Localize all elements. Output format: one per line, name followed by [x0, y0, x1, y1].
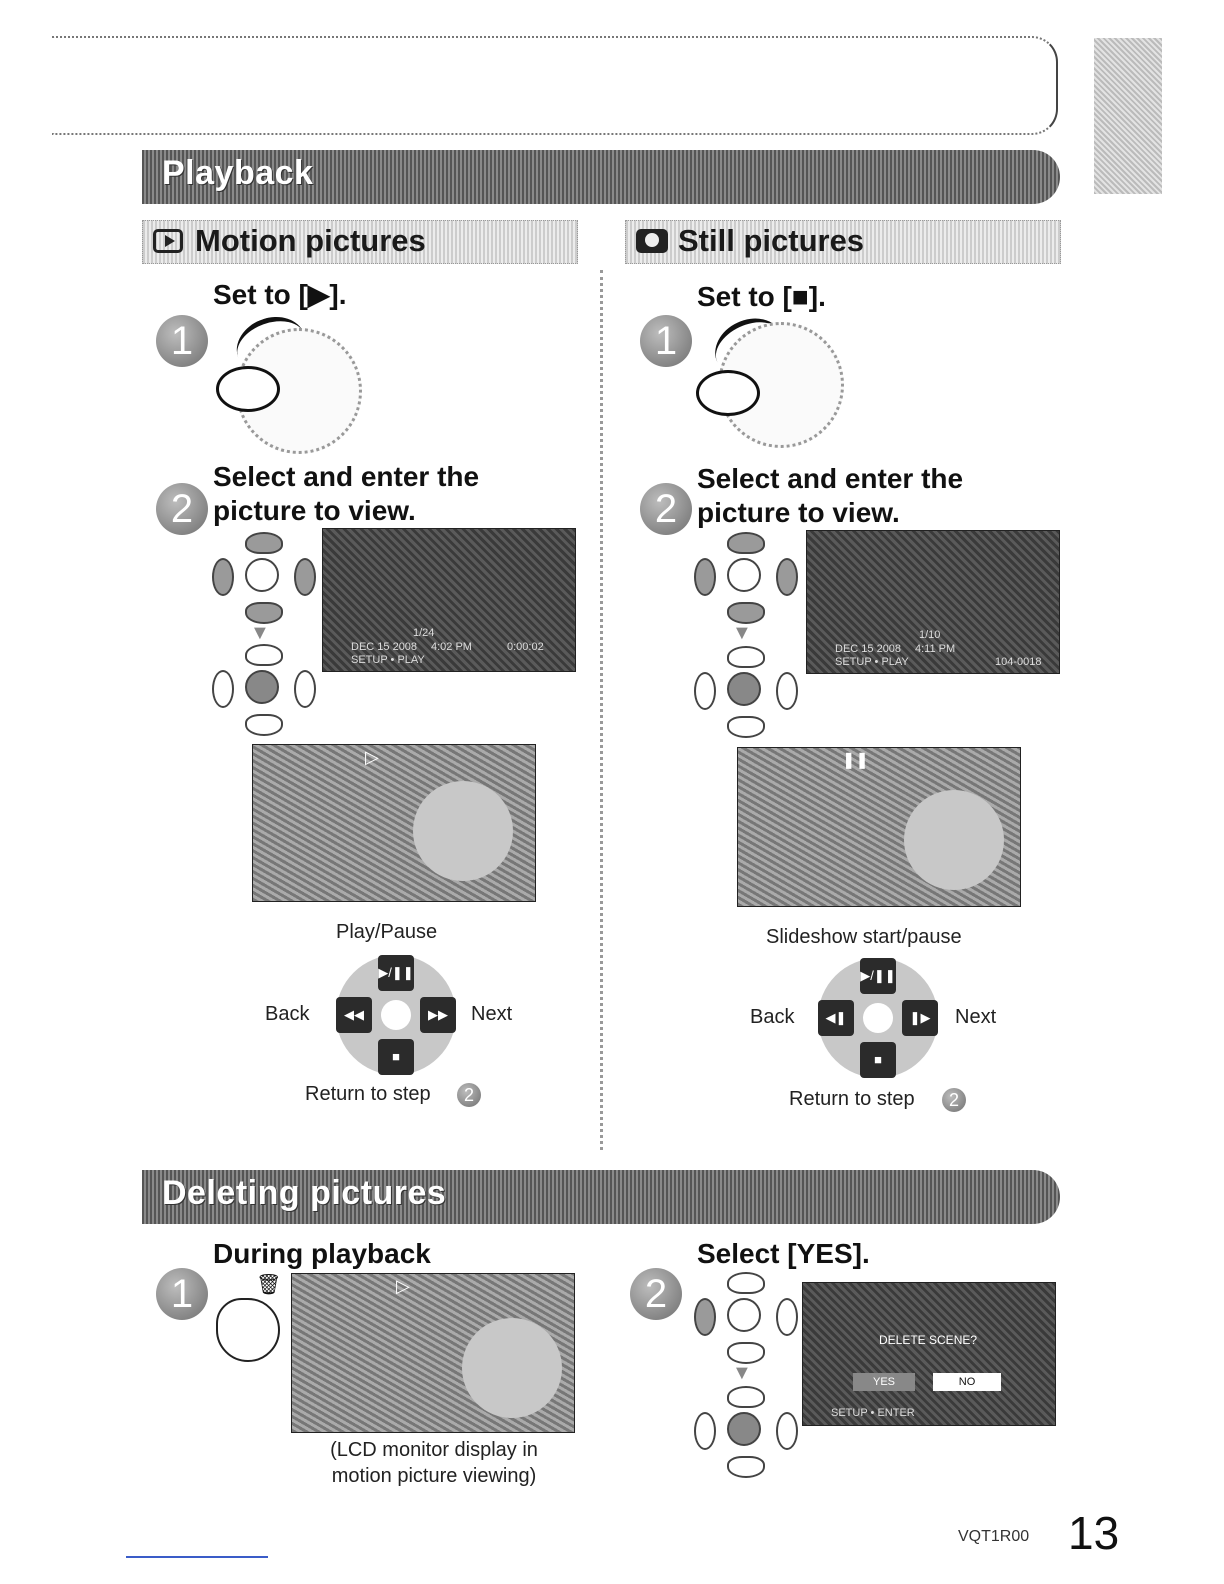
center-button-icon [863, 1003, 893, 1033]
next-label: Next [955, 1006, 997, 1028]
deleting-section-band: Deleting pictures [142, 1170, 1060, 1224]
motion-step2-text: Select and enter the picture to view. [213, 461, 480, 526]
yes-option[interactable]: YES [853, 1373, 915, 1391]
back-icon: ◀◀ [336, 997, 372, 1033]
camera-mode-icon [636, 229, 668, 253]
side-tab [1094, 38, 1162, 194]
dial-position-indicator-icon [216, 366, 280, 412]
motion-counter: 1/24 [413, 627, 435, 639]
no-option[interactable]: NO [933, 1373, 1001, 1391]
motion-step1-number: 1 [156, 315, 208, 367]
motion-playback-photo: ▷ [252, 744, 536, 902]
dial-position-indicator-icon [696, 370, 760, 416]
return-step-label: Return to step [305, 1083, 431, 1105]
back-label: Back [750, 1006, 795, 1028]
lcd-caption-line1: (LCD monitor display in [330, 1439, 538, 1461]
motion-heading: Motion pictures [195, 223, 426, 258]
still-step1-text: Set to [■]. [697, 281, 826, 312]
playback-title: Playback [162, 154, 314, 192]
stop-icon: ■ [378, 1039, 414, 1075]
still-heading: Still pictures [678, 223, 865, 258]
center-button-icon [381, 1000, 411, 1030]
motion-control-pad: ▶/❚❚ ◀◀ ▶▶ ■ [336, 955, 456, 1075]
page-number: 13 [1068, 1507, 1120, 1559]
joystick-press-icon [694, 646, 798, 738]
next-icon: ❚▶ [902, 1000, 938, 1036]
still-control-pad: ▶/❚❚ ◀❚ ❚▶ ■ [818, 958, 938, 1078]
stop-icon: ■ [860, 1042, 896, 1078]
back-label: Back [265, 1003, 310, 1025]
column-divider [600, 270, 603, 1150]
play-mode-icon [153, 229, 183, 253]
delete-step2-number: 2 [630, 1268, 682, 1320]
joystick-navigate-icon [694, 532, 798, 624]
still-step2-text: Select and enter the picture to view. [697, 463, 964, 528]
deleting-title: Deleting pictures [162, 1174, 447, 1212]
lcd-caption-line2: motion picture viewing) [331, 1465, 537, 1487]
still-playback-photo: ❚❚ [737, 747, 1021, 907]
delete-question: DELETE SCENE? [879, 1333, 978, 1347]
motion-thumbnail-screen: 1/24 DEC 15 2008 4:02 PM 0:00:02 SETUP •… [322, 528, 576, 672]
onscreen-controls-icon [413, 781, 513, 881]
delete-dialog-screen: DELETE SCENE? YES NO SETUP • ENTER [802, 1282, 1056, 1426]
down-arrow-icon: ▼ [732, 622, 752, 644]
still-time: 4:11 PM [915, 643, 956, 655]
delete-playback-photo: ▷ [291, 1273, 575, 1433]
joystick-navigate-icon [212, 532, 316, 624]
motion-step2-number: 2 [156, 483, 208, 535]
still-date: DEC 15 2008 [835, 643, 902, 655]
header-frame [52, 36, 1058, 135]
next-label: Next [471, 1003, 513, 1025]
still-pictures-subhead: Still pictures [625, 220, 1061, 264]
still-thumbnail-screen: 1/10 DEC 15 2008 4:11 PM 104-0018 SETUP … [806, 530, 1060, 674]
trash-icon: 🗑 [256, 1274, 282, 1296]
slideshow-label: Slideshow start/pause [766, 926, 962, 948]
next-icon: ▶▶ [420, 997, 456, 1033]
play-pause-label: Play/Pause [336, 921, 438, 943]
playback-section-band: Playback [142, 150, 1060, 204]
motion-time: 4:02 PM [431, 641, 472, 653]
still-step2-number: 2 [640, 483, 692, 535]
joystick-navigate-icon [694, 1272, 798, 1364]
onscreen-controls-icon [904, 790, 1004, 890]
still-hint: SETUP • PLAY [835, 656, 909, 668]
back-icon: ◀❚ [818, 1000, 854, 1036]
slideshow-icon: ▶/❚❚ [860, 958, 896, 994]
return-step-number: 2 [457, 1083, 481, 1107]
down-arrow-icon: ▼ [732, 1362, 752, 1384]
footer-blue-line [126, 1556, 268, 1558]
motion-duration: 0:00:02 [507, 641, 544, 653]
play-pause-icon: ▶/❚❚ [378, 955, 414, 991]
joystick-press-icon [694, 1386, 798, 1478]
motion-pictures-subhead: Motion pictures [142, 220, 578, 264]
return-step-label: Return to step [789, 1088, 915, 1110]
still-step1-number: 1 [640, 315, 692, 367]
delete-step1-text: During playback [213, 1238, 431, 1269]
onscreen-controls-icon [462, 1318, 562, 1418]
down-arrow-icon: ▼ [250, 622, 270, 644]
model-code: VQT1R00 [958, 1528, 1030, 1545]
motion-hint: SETUP • PLAY [351, 654, 425, 666]
play-indicator-icon: ▷ [365, 747, 379, 767]
motion-step1-text: Set to [▶]. [213, 279, 347, 310]
delete-hint: SETUP • ENTER [831, 1407, 915, 1419]
return-step-number: 2 [942, 1088, 966, 1112]
delete-step2-text: Select [YES]. [697, 1238, 870, 1269]
joystick-press-icon [212, 644, 316, 736]
pause-indicator-icon: ❚❚ [842, 752, 869, 769]
finger-press-icon [216, 1298, 280, 1362]
motion-date: DEC 15 2008 [351, 641, 418, 653]
play-indicator-icon: ▷ [396, 1276, 410, 1296]
still-counter: 1/10 [919, 629, 941, 641]
still-file: 104-0018 [995, 656, 1042, 668]
delete-step1-number: 1 [156, 1268, 208, 1320]
